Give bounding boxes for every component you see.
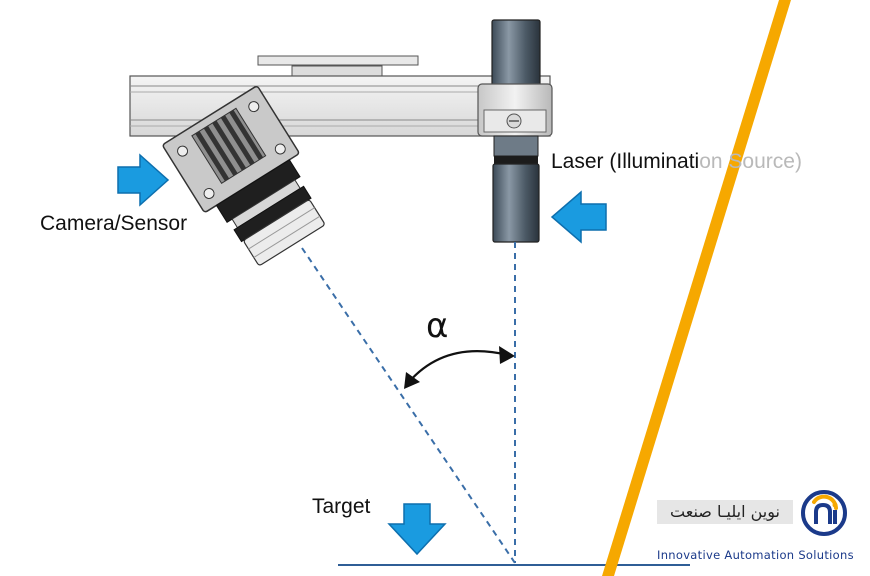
camera-sensor-label: Camera/Sensor [40,212,188,235]
camera-pointer-arrow [117,153,170,207]
laser-label-visible: Laser (Illuminati [551,150,700,173]
logo-monogram-icon [801,490,847,536]
laser-label-faded: on Source) [699,150,802,173]
logo-name-fa: نوین ایلیـا صنعت [657,500,793,524]
logo-tagline: Innovative Automation Solutions [657,548,854,562]
angle-arc-arrowhead-right [499,346,515,364]
target-label: Target [312,495,371,518]
camera-sensor [162,85,325,266]
target-pointer-arrow [387,503,447,556]
angle-alpha-label: α [426,306,449,346]
orange-stripe [602,0,791,576]
angle-arc-arrowhead-left [404,372,420,389]
laser-module [477,19,553,243]
laser-pointer-arrow [550,190,607,244]
angle-arc [407,350,509,384]
laser-label: Laser (Illumination Source) [551,150,802,174]
company-logo: نوین ایلیـا صنعت Innovative Automation S… [655,486,860,566]
camera-line-of-sight [301,247,516,564]
